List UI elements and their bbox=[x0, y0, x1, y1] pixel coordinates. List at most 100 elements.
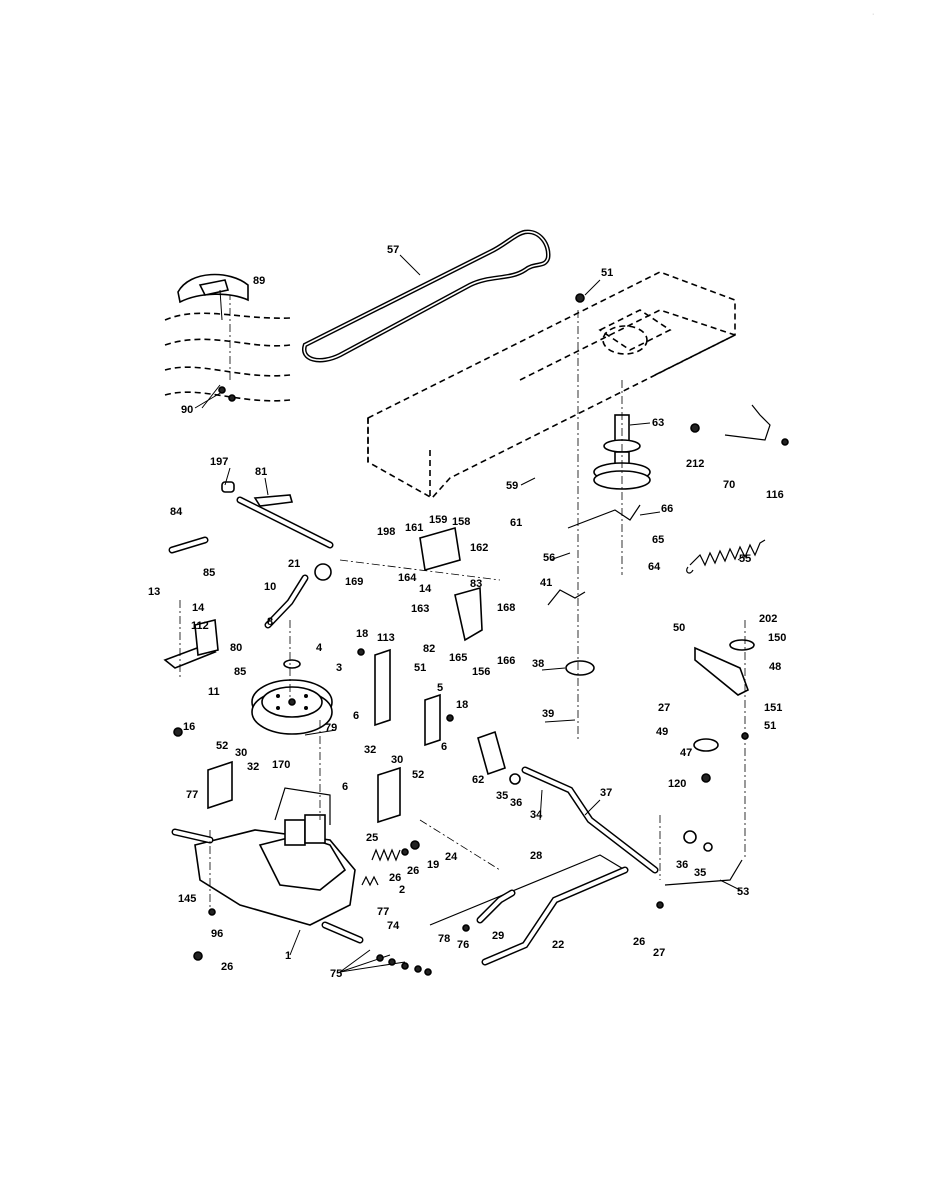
callout-1: 1 bbox=[285, 950, 291, 962]
callout-156: 156 bbox=[472, 666, 490, 678]
callout-77: 77 bbox=[186, 789, 198, 801]
leader-lines bbox=[194, 254, 746, 973]
part-30-bracket-left bbox=[207, 760, 233, 810]
callout-6: 6 bbox=[353, 710, 359, 722]
callout-59: 59 bbox=[506, 480, 518, 492]
callout-63: 63 bbox=[652, 417, 664, 429]
part-55-spring bbox=[686, 539, 766, 574]
callout-25: 25 bbox=[366, 832, 378, 844]
callout-150: 150 bbox=[768, 632, 786, 644]
callout-29: 29 bbox=[492, 930, 504, 942]
callout-66: 66 bbox=[661, 503, 673, 515]
fasteners bbox=[173, 293, 789, 976]
callout-65: 65 bbox=[652, 534, 664, 546]
part-62-sleeve bbox=[477, 730, 506, 776]
callout-47: 47 bbox=[680, 747, 692, 759]
callout-75: 75 bbox=[330, 968, 342, 980]
callout-18b: 18 bbox=[456, 699, 468, 711]
part-1-transaxle bbox=[171, 814, 364, 944]
callout-62: 62 bbox=[472, 774, 484, 786]
callout-50: 50 bbox=[673, 622, 685, 634]
callout-64: 64 bbox=[648, 561, 661, 573]
callout-10: 10 bbox=[264, 581, 276, 593]
part-170-rod bbox=[274, 787, 331, 825]
callout-83: 83 bbox=[470, 578, 482, 590]
callout-27: 27 bbox=[658, 702, 670, 714]
callout-18: 18 bbox=[356, 628, 368, 640]
alignment-lines bbox=[179, 295, 746, 910]
callout-8: 8 bbox=[267, 616, 273, 628]
part-38-idler bbox=[565, 660, 595, 676]
callout-36: 36 bbox=[510, 797, 522, 809]
callout-85b: 85 bbox=[234, 666, 246, 678]
callout-81: 81 bbox=[255, 466, 267, 478]
part-30-bracket-right bbox=[377, 766, 401, 824]
part-66-link bbox=[567, 504, 641, 529]
part-4-washer bbox=[283, 659, 301, 669]
callout-53: 53 bbox=[737, 886, 749, 898]
callout-76: 76 bbox=[457, 939, 469, 951]
callout-84: 84 bbox=[170, 506, 183, 518]
callout-30: 30 bbox=[235, 747, 247, 759]
callout-26c: 26 bbox=[633, 936, 645, 948]
callout-96: 96 bbox=[211, 928, 223, 940]
part-25-spring bbox=[371, 848, 401, 862]
callout-4: 4 bbox=[316, 642, 323, 654]
part-113-bracket bbox=[374, 648, 391, 727]
part-80-bracket bbox=[163, 618, 219, 669]
callout-32: 32 bbox=[364, 744, 376, 756]
callout-79: 79 bbox=[325, 722, 337, 734]
part-81-shaft bbox=[221, 481, 334, 549]
callout-32b: 32 bbox=[247, 761, 259, 773]
callout-120: 120 bbox=[668, 778, 686, 790]
callout-159: 159 bbox=[429, 514, 447, 526]
callout-166: 166 bbox=[497, 655, 515, 667]
callout-51c: 51 bbox=[764, 720, 776, 732]
callout-165: 165 bbox=[449, 652, 467, 664]
callout-212: 212 bbox=[686, 458, 704, 470]
part-5-bracket bbox=[424, 693, 441, 747]
callout-30b: 30 bbox=[391, 754, 403, 766]
callout-6c: 6 bbox=[342, 781, 348, 793]
callout-78: 78 bbox=[438, 933, 450, 945]
callout-56: 56 bbox=[543, 552, 555, 564]
callout-35: 35 bbox=[496, 790, 508, 802]
callout-70: 70 bbox=[723, 479, 735, 491]
callout-38: 38 bbox=[532, 658, 544, 670]
part-47-idler bbox=[693, 738, 719, 752]
callout-28: 28 bbox=[530, 850, 542, 862]
callout-51: 51 bbox=[601, 267, 613, 279]
callout-21: 21 bbox=[288, 558, 300, 570]
part-48-plate bbox=[694, 646, 749, 696]
callout-198: 198 bbox=[377, 526, 395, 538]
callout-151: 151 bbox=[764, 702, 782, 714]
callout-55: 55 bbox=[739, 553, 751, 565]
callout-170: 170 bbox=[272, 759, 290, 771]
callout-113: 113 bbox=[377, 632, 395, 644]
callout-158: 158 bbox=[452, 516, 470, 528]
callout-26: 26 bbox=[407, 865, 419, 877]
part-2-spring bbox=[361, 875, 379, 887]
part-57-belt bbox=[302, 229, 551, 363]
part-150-washer bbox=[729, 639, 755, 651]
callout-36b: 36 bbox=[676, 859, 688, 871]
part-84-rod bbox=[168, 536, 209, 554]
callout-74: 74 bbox=[387, 920, 400, 932]
callout-19: 19 bbox=[427, 859, 439, 871]
callout-26d: 26 bbox=[221, 961, 233, 973]
part-158-plate bbox=[419, 526, 461, 572]
callout-6b: 6 bbox=[441, 741, 447, 753]
callout-116: 116 bbox=[766, 489, 784, 501]
callout-57: 57 bbox=[387, 244, 399, 256]
chassis-frame bbox=[367, 271, 736, 500]
callout-51b: 51 bbox=[414, 662, 426, 674]
callout-5: 5 bbox=[437, 682, 443, 694]
callout-161: 161 bbox=[405, 522, 423, 534]
callout-89: 89 bbox=[253, 275, 265, 287]
callout-145: 145 bbox=[178, 893, 196, 905]
callout-163: 163 bbox=[411, 603, 429, 615]
svg-text:·: · bbox=[872, 11, 874, 18]
part-70-bracket bbox=[724, 404, 771, 441]
callout-82: 82 bbox=[423, 643, 435, 655]
